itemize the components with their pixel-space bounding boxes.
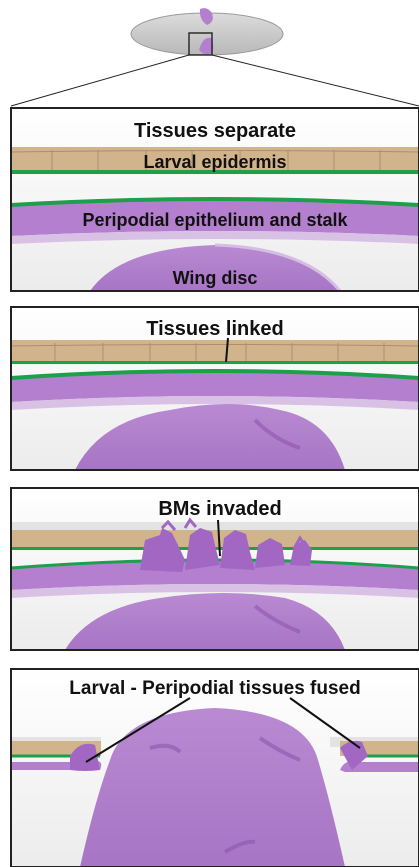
larval-epidermis-layer (11, 340, 419, 362)
panel-2-title: Tissues linked (146, 318, 283, 340)
panel-3-title: BMs invaded (158, 498, 281, 520)
zoom-line-left (11, 55, 189, 106)
larva-overview (11, 8, 419, 106)
zoom-line-right (212, 55, 419, 106)
panel-tissues-fused: Larval - Peripodial tissues fused (11, 669, 419, 867)
label-larval-epidermis: Larval epidermis (143, 152, 286, 172)
panel-tissues-linked: Tissues linked (11, 307, 419, 470)
label-peripodial-epithelium: Peripodial epithelium and stalk (82, 210, 348, 230)
panel-tissues-separate: Tissues separate Larval epidermis Peripo… (11, 108, 419, 291)
panel-1-title: Tissues separate (134, 120, 296, 142)
panel-bms-invaded: BMs invaded (11, 488, 419, 650)
label-wing-disc: Wing disc (173, 268, 258, 288)
panel-4-title: Larval - Peripodial tissues fused (69, 678, 360, 699)
